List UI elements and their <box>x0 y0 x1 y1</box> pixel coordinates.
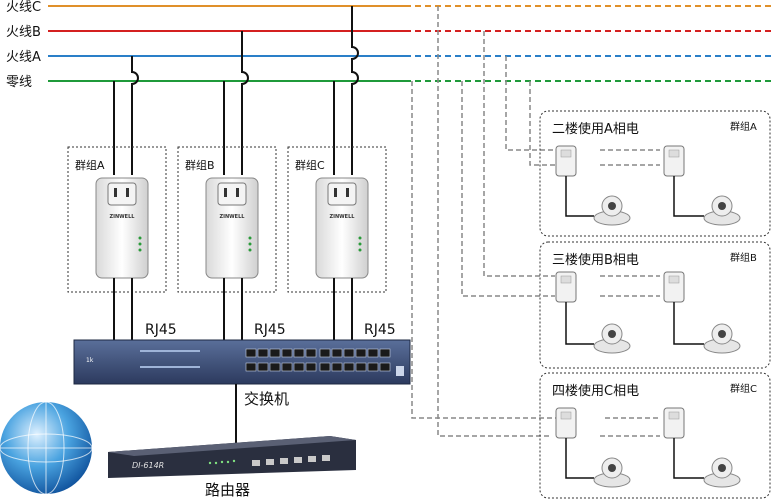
floor-3-title: 三楼使用B相电 <box>552 252 639 268</box>
switch-ports-left <box>245 348 317 372</box>
group-a-label: 群组A <box>75 158 105 172</box>
group-c-label: 群组C <box>295 158 325 172</box>
floor-box-2: 二楼使用A相电 群组A <box>539 110 771 237</box>
floor-4-adapter-1 <box>555 407 577 439</box>
switch-device: 1k <box>73 339 411 385</box>
floor-2-camera-2 <box>703 195 741 226</box>
floor-3-group: 群组B <box>730 251 757 264</box>
router-device: DI-614R <box>108 436 356 478</box>
phase-b-label: 火线B <box>6 25 41 40</box>
rj45-label-a: RJ45 <box>145 322 177 338</box>
adapter-c: ZINWELL <box>315 177 369 279</box>
floor-2-camera-1 <box>593 195 631 226</box>
floor-4-camera-1 <box>593 457 631 488</box>
floor-2-title: 二楼使用A相电 <box>552 121 639 137</box>
neutral-label: 零线 <box>6 75 32 90</box>
power-lines <box>48 5 771 82</box>
adapter-a-brand: ZINWELL <box>110 214 136 220</box>
switch-label: 交换机 <box>244 390 289 408</box>
router-model: DI-614R <box>132 461 164 470</box>
switch-badge: 1k <box>86 357 94 364</box>
rj45-cables <box>113 278 353 340</box>
phase-c-label: 火线C <box>6 0 41 15</box>
rj45-label-b: RJ45 <box>254 322 286 338</box>
rj45-label-c: RJ45 <box>364 322 396 338</box>
adapter-a: ZINWELL <box>95 177 149 279</box>
floor-4-group: 群组C <box>730 382 757 395</box>
adapter-c-brand: ZINWELL <box>330 214 356 220</box>
floor-3-adapter-1 <box>555 271 577 303</box>
switch-ports-right <box>319 348 391 372</box>
floor-2-adapter-2 <box>663 145 685 177</box>
floor-4-adapter-2 <box>663 407 685 439</box>
floor-wiring <box>411 6 660 437</box>
globe-icon <box>0 401 93 495</box>
floor-2-adapter-1 <box>555 145 577 177</box>
floor-box-4: 四楼使用C相电 群组C <box>539 372 771 499</box>
adapter-b-brand: ZINWELL <box>220 214 246 220</box>
floor-3-adapter-2 <box>663 271 685 303</box>
group-box-c: 群组C <box>287 146 387 293</box>
floor-3-camera-1 <box>593 323 631 354</box>
floor-3-camera-2 <box>703 323 741 354</box>
router-label: 路由器 <box>205 481 250 499</box>
floor-box-3: 三楼使用B相电 群组B <box>539 241 771 369</box>
group-box-a: 群组A <box>67 146 167 293</box>
group-box-b: 群组B <box>177 146 277 293</box>
phase-a-label: 火线A <box>6 50 41 65</box>
adapter-b: ZINWELL <box>205 177 259 279</box>
group-feeders <box>113 6 360 175</box>
floor-2-group: 群组A <box>730 120 757 133</box>
group-b-label: 群组B <box>185 158 215 172</box>
floor-4-title: 四楼使用C相电 <box>552 383 639 399</box>
floor-4-camera-2 <box>703 457 741 488</box>
